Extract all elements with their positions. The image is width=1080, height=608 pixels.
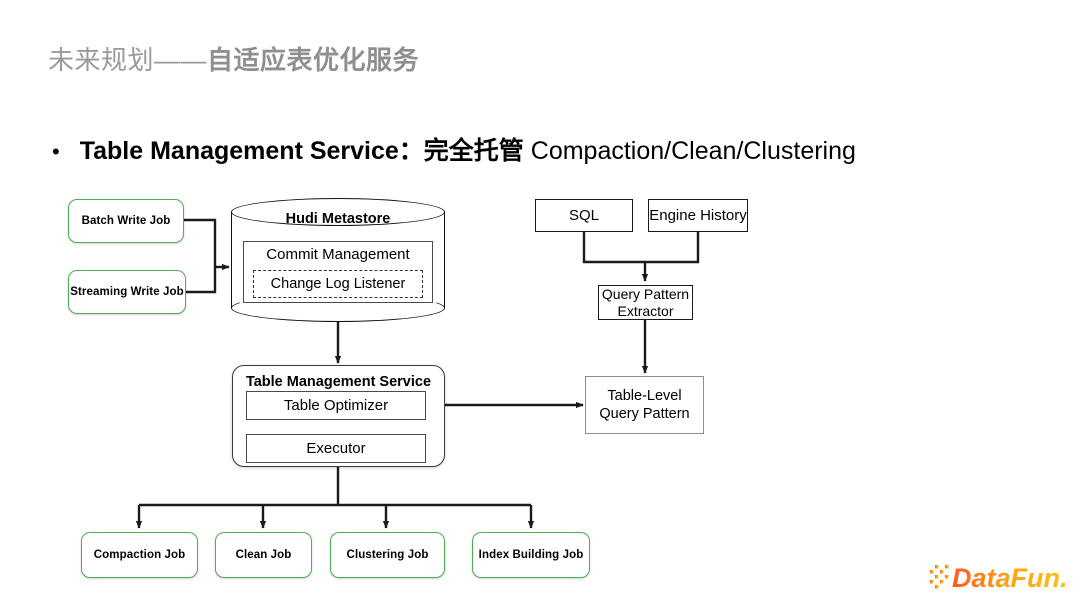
- node-compaction-job-label: Compaction Job: [93, 549, 186, 561]
- node-streaming-write-job[interactable]: Streaming Write Job: [68, 270, 186, 314]
- node-commit-management-label: Commit Management: [266, 246, 410, 263]
- node-table-optimizer-label: Table Optimizer: [283, 397, 389, 414]
- bullet-text-normal: Compaction/Clean/Clustering: [523, 137, 856, 165]
- node-engine-history-label: Engine History: [649, 207, 747, 224]
- node-index-building-job[interactable]: Index Building Job: [472, 532, 590, 578]
- node-clustering-job-label: Clustering Job: [346, 549, 429, 561]
- node-table-optimizer[interactable]: Table Optimizer: [246, 391, 426, 420]
- page-title: 未来规划——自适应表优化服务: [48, 40, 419, 77]
- node-hudi-metastore-label: Hudi Metastore: [285, 211, 391, 227]
- bullet-text: Table Management Service：完全托管 Compaction…: [80, 131, 856, 167]
- node-clean-job[interactable]: Clean Job: [215, 532, 312, 578]
- node-change-log-listener[interactable]: Change Log Listener: [253, 270, 423, 298]
- bullet-marker: •: [52, 139, 60, 164]
- bullet-line: • Table Management Service：完全托管 Compacti…: [52, 131, 856, 167]
- datafun-logo-text: DataFun.: [952, 563, 1068, 593]
- node-table-management-service-label: Table Management Service: [245, 374, 432, 390]
- page-title-light: 未来规划——: [48, 45, 208, 75]
- node-table-level-query-pattern-line1: Table-Level: [607, 387, 682, 404]
- node-table-level-query-pattern[interactable]: Table-Level Query Pattern: [585, 376, 704, 434]
- datafun-logo-svg: DataFun.: [930, 563, 1068, 593]
- page-title-bold: 自适应表优化服务: [207, 45, 420, 75]
- node-clean-job-label: Clean Job: [235, 549, 292, 561]
- bullet-text-strong: Table Management Service：完全托管: [79, 137, 524, 165]
- node-sql-label: SQL: [568, 207, 599, 224]
- node-change-log-listener-label: Change Log Listener: [270, 276, 406, 292]
- node-streaming-write-job-label: Streaming Write Job: [70, 286, 184, 298]
- node-executor[interactable]: Executor: [246, 434, 426, 463]
- node-compaction-job[interactable]: Compaction Job: [81, 532, 198, 578]
- logo-dots: [930, 565, 949, 589]
- node-query-pattern-extractor-line2: Extractor: [617, 302, 674, 319]
- node-executor-label: Executor: [306, 440, 366, 457]
- node-sql[interactable]: SQL: [535, 199, 633, 232]
- node-table-level-query-pattern-line2: Query Pattern: [599, 406, 690, 422]
- node-index-building-job-label: Index Building Job: [478, 549, 584, 561]
- node-query-pattern-extractor-line1: Query Pattern: [601, 285, 690, 302]
- node-clustering-job[interactable]: Clustering Job: [330, 532, 445, 578]
- datafun-logo: DataFun.: [930, 560, 1070, 596]
- cylinder-top: [231, 198, 445, 226]
- node-batch-write-job[interactable]: Batch Write Job: [68, 199, 184, 243]
- node-query-pattern-extractor[interactable]: Query Pattern Extractor: [598, 285, 693, 320]
- node-batch-write-job-label: Batch Write Job: [81, 215, 171, 227]
- node-engine-history[interactable]: Engine History: [648, 199, 748, 232]
